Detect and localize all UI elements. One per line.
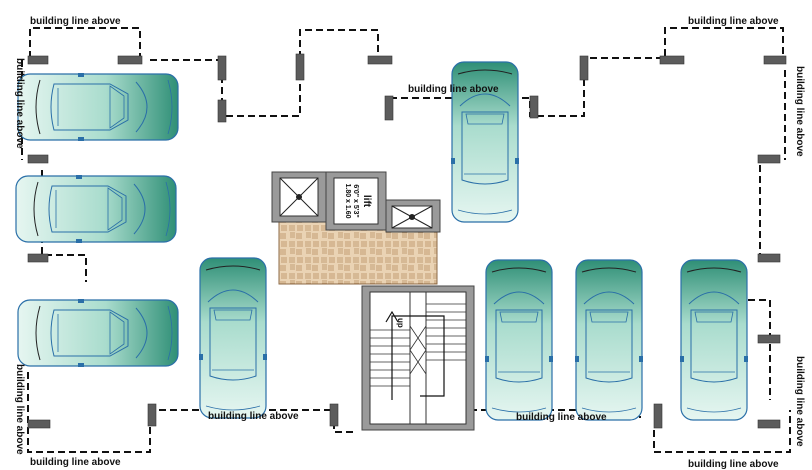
building-line-label: building line above (516, 412, 607, 423)
car (679, 259, 749, 421)
car (484, 259, 554, 421)
core-block: lift 6'0" x 5'3" 1.80 x 1.60 (271, 171, 475, 431)
car (17, 298, 179, 368)
building-line-label: building line above (30, 16, 121, 27)
car (198, 257, 268, 419)
stair-treads (370, 303, 466, 387)
car (574, 259, 644, 421)
stair-up-label: up (396, 318, 405, 328)
lift-dimension-imperial: 6'0" x 5'3" (352, 184, 359, 217)
building-line-labels: building line above building line above … (14, 16, 805, 470)
building-line-label: building line above (14, 364, 25, 455)
car (15, 174, 177, 244)
lift-car (333, 177, 379, 225)
building-line-label: building line above (14, 58, 25, 149)
building-line-label: building line above (208, 411, 299, 422)
lift-dimension-metric: 1.80 x 1.60 (344, 183, 351, 218)
building-line-label: building line above (408, 84, 499, 95)
stair-arrow-icon (385, 310, 399, 323)
car (17, 72, 179, 142)
stair-direction-line (391, 315, 445, 400)
building-line-label: building line above (688, 459, 779, 470)
building-line-label: building line above (30, 457, 121, 468)
building-line-label: building line above (794, 66, 805, 157)
building-line-label: building line above (688, 16, 779, 27)
building-line-label: building line above (794, 356, 805, 447)
lift-label: lift (361, 195, 372, 208)
